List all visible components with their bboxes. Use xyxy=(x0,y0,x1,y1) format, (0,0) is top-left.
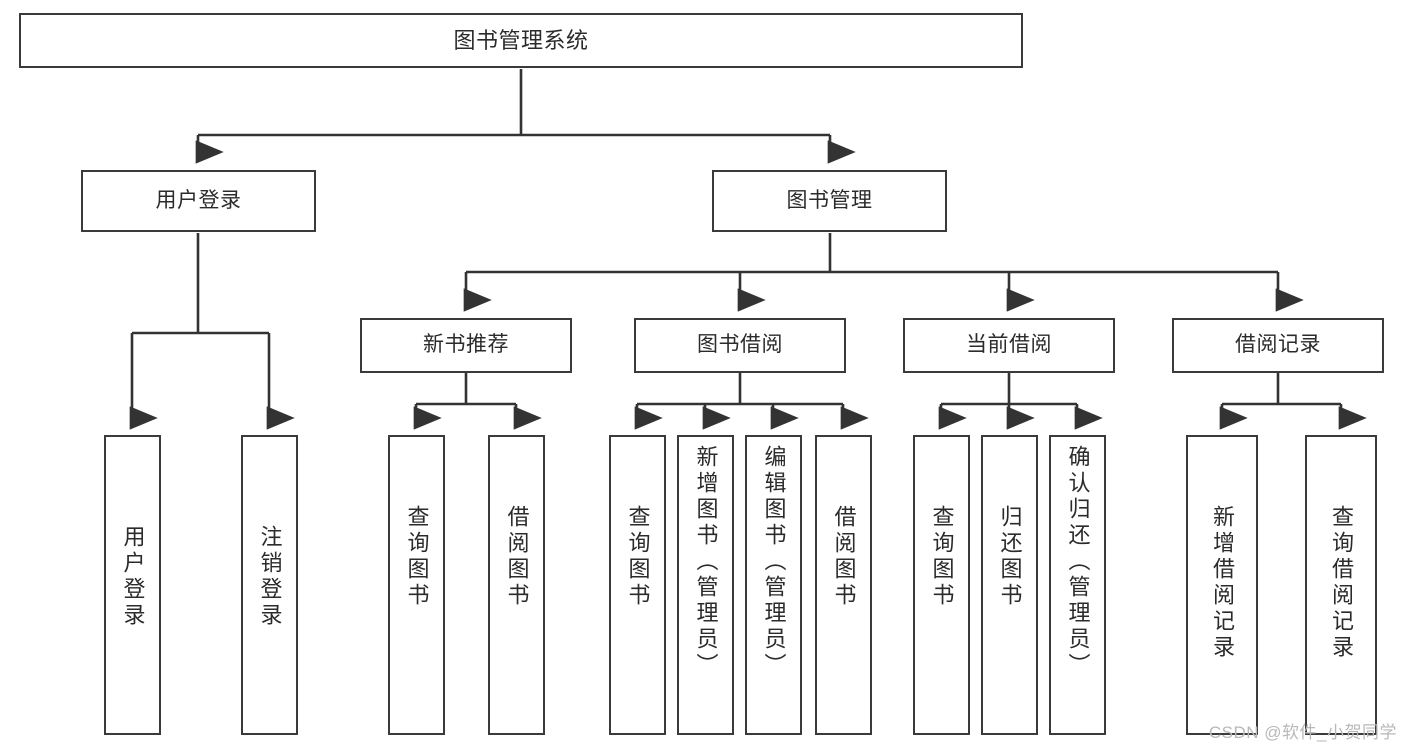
node-label: 归还图书 xyxy=(997,505,1023,609)
node-label: 查询图书 xyxy=(625,505,651,609)
leaf-add-borrowing-record[interactable]: 新增借阅记录 xyxy=(1186,435,1258,735)
node-label: 图书借阅 xyxy=(697,333,783,357)
node-label: 新书推荐 xyxy=(423,333,509,357)
leaf-add-book-admin[interactable]: 新增图书（管理员） xyxy=(677,435,734,735)
node-label: 用户登录 xyxy=(120,525,146,629)
leaf-borrow-book-borrowing[interactable]: 借阅图书 xyxy=(815,435,872,735)
leaf-query-borrowing-record[interactable]: 查询借阅记录 xyxy=(1305,435,1377,735)
node-root-book-management-system[interactable]: 图书管理系统 xyxy=(19,13,1023,68)
node-label: 查询图书 xyxy=(929,505,955,609)
node-new-book-recommendation[interactable]: 新书推荐 xyxy=(360,318,572,373)
node-label: 新增借阅记录 xyxy=(1210,505,1235,661)
leaf-query-book-recommendation[interactable]: 查询图书 xyxy=(388,435,445,735)
node-label: 编辑图书（管理员） xyxy=(761,445,787,679)
leaf-query-book-borrowing[interactable]: 查询图书 xyxy=(609,435,666,735)
node-label: 借阅记录 xyxy=(1235,333,1321,357)
node-label: 当前借阅 xyxy=(966,333,1052,357)
node-label: 查询图书 xyxy=(404,505,430,609)
node-label: 查询借阅记录 xyxy=(1329,505,1354,661)
node-user-login[interactable]: 用户登录 xyxy=(81,170,316,232)
leaf-user-login[interactable]: 用户登录 xyxy=(104,435,161,735)
leaf-logout[interactable]: 注销登录 xyxy=(241,435,298,735)
leaf-query-book-current[interactable]: 查询图书 xyxy=(913,435,970,735)
node-book-management[interactable]: 图书管理 xyxy=(712,170,947,232)
node-borrowing-record[interactable]: 借阅记录 xyxy=(1172,318,1384,373)
leaf-return-book[interactable]: 归还图书 xyxy=(981,435,1038,735)
csdn-watermark: CSDN @软件_小贺同学 xyxy=(1208,723,1397,742)
node-label: 新增图书（管理员） xyxy=(693,445,719,679)
node-label: 确认归还（管理员） xyxy=(1065,445,1091,679)
leaf-confirm-return-admin[interactable]: 确认归还（管理员） xyxy=(1049,435,1106,735)
node-label: 注销登录 xyxy=(257,525,283,629)
node-book-borrowing[interactable]: 图书借阅 xyxy=(634,318,846,373)
node-label: 图书管理系统 xyxy=(453,27,589,53)
node-label: 借阅图书 xyxy=(831,505,857,609)
node-label: 借阅图书 xyxy=(504,505,530,609)
node-label: 用户登录 xyxy=(155,188,242,212)
leaf-borrow-book-recommendation[interactable]: 借阅图书 xyxy=(488,435,545,735)
node-label: 图书管理 xyxy=(786,188,873,212)
node-current-borrowing[interactable]: 当前借阅 xyxy=(903,318,1115,373)
leaf-edit-book-admin[interactable]: 编辑图书（管理员） xyxy=(745,435,802,735)
